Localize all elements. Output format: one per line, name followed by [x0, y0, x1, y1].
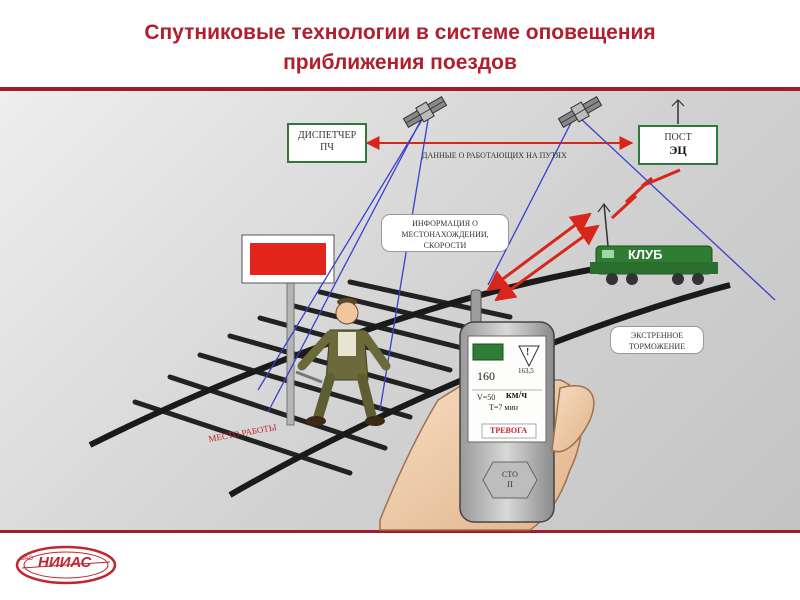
emergency-braking-callout: ЭКСТРЕННОЕ ТОРМОЖЕНИЕ — [610, 326, 704, 354]
stop-sublabel: П — [507, 480, 513, 489]
device-time-line: T=7 мин — [489, 403, 519, 412]
warning-glyph: ! — [526, 347, 530, 358]
dispatcher-label: ДИСПЕТЧЕР — [297, 130, 357, 141]
title-line-2: приближения поездов — [283, 51, 517, 74]
handheld-terminal — [459, 289, 595, 523]
location-info-callout: ИНФОРМАЦИЯ О МЕСТОНАХОЖДЕНИИ, СКОРОСТИ — [381, 214, 509, 252]
warning-triangle-icon — [518, 345, 540, 368]
dispatcher-sublabel: ПЧ — [320, 142, 334, 153]
satellite-icon — [557, 95, 603, 129]
data-workers-label: ДАННЫЕ О РАБОТАЮЩИХ НА ПУТЯХ — [422, 151, 567, 160]
locomotive-icon — [590, 203, 718, 285]
satellite-icon — [402, 95, 448, 129]
stop-button[interactable]: СТО П — [496, 470, 524, 490]
stop-label: СТО — [502, 470, 518, 479]
logo-name: НИИАС — [38, 554, 92, 571]
signal-board — [241, 234, 335, 426]
locomotive-label: КЛУБ — [628, 247, 663, 262]
track-worker — [295, 298, 391, 426]
device-speed-value: 160 — [477, 369, 495, 383]
logo-prefix: ОАО — [20, 556, 34, 562]
page-title: Спутниковые технологии в системе оповеще… — [0, 18, 800, 78]
radio-link — [365, 136, 681, 302]
post-box: ПОСТ ЭЦ — [638, 125, 718, 165]
device-speed-unit: км/ч — [506, 390, 527, 401]
title-line-1: Спутниковые технологии в системе оповеще… — [144, 21, 656, 44]
device-kilometer: 163,5 — [518, 367, 534, 375]
niias-logo — [15, 545, 117, 585]
title-divider — [0, 87, 800, 91]
bottom-divider — [0, 530, 800, 533]
alarm-button[interactable]: ТРЕВОГА — [490, 426, 528, 435]
antenna-icon — [671, 99, 685, 124]
device-speed-line: V=50 — [477, 393, 496, 402]
dispatcher-box: ДИСПЕТЧЕР ПЧ — [287, 123, 367, 163]
post-label: ПОСТ — [664, 132, 692, 143]
post-sublabel: ЭЦ — [669, 143, 687, 157]
